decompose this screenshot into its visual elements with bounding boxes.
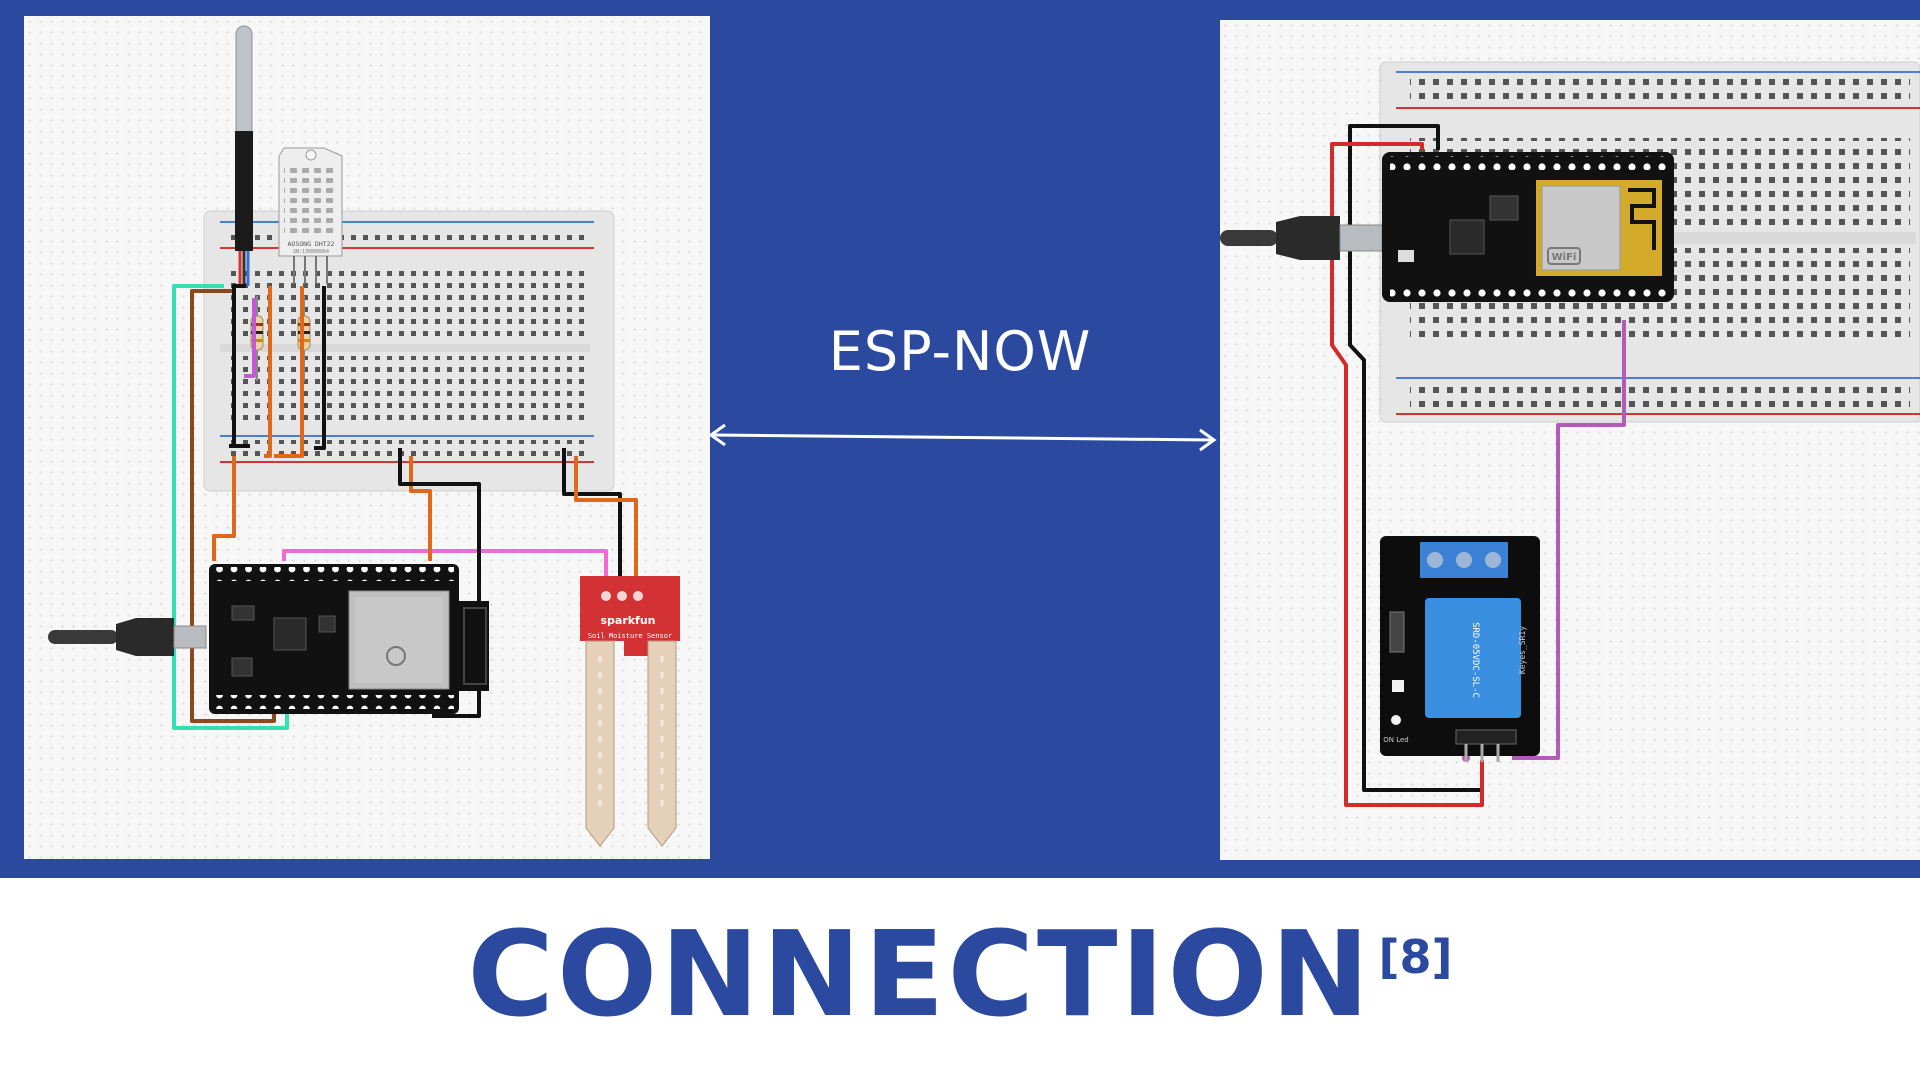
slide-title-text: CONNECTION <box>467 905 1373 1043</box>
temperature-probe <box>235 25 253 286</box>
soil-moisture-sensor: sparkfun Soil Moisture Sensor <box>580 576 680 847</box>
breadboard-left <box>203 210 615 492</box>
sender-circuit-diagram: AOSONG DHT22 SN:130800864 <box>48 25 680 847</box>
relay-module-label: Keyes_SR1y <box>1518 626 1527 674</box>
dht22-serial: SN:130800864 <box>293 249 329 255</box>
usb-cable-left <box>48 618 207 656</box>
relay-module: SRD-05VDC-SL-C Keyes_SR1y ON Led <box>1380 536 1540 762</box>
dht22-sensor: AOSONG DHT22 SN:130800864 <box>278 147 343 284</box>
right-circuit-panel: WiFi SRD-05VDC-SL-C Keyes_SR1y ON Led <box>1220 20 1920 860</box>
dht22-label: AOSONG DHT22 <box>288 240 335 248</box>
relay-led-label: ON Led <box>1383 736 1409 744</box>
citation-marker: [8] <box>1378 930 1453 984</box>
relay-caption: SRD-05VDC-SL-C <box>1470 622 1480 698</box>
double-arrow-icon <box>708 423 1217 452</box>
nodemcu-board: WiFi <box>1382 152 1674 302</box>
esp-now-label: ESP-NOW <box>828 320 1092 383</box>
moisture-brand: sparkfun <box>600 614 655 627</box>
esp32-board <box>209 564 489 714</box>
wires-right <box>1330 124 1626 807</box>
wifi-badge: WiFi <box>1552 252 1577 263</box>
slide-title: CONNECTION[8] <box>0 905 1920 1043</box>
left-circuit-panel: AOSONG DHT22 SN:130800864 <box>24 16 710 859</box>
wires-left <box>172 284 638 730</box>
moisture-caption: Soil Moisture Sensor <box>588 632 672 640</box>
usb-cable-right <box>1220 216 1383 260</box>
receiver-circuit-diagram: WiFi SRD-05VDC-SL-C Keyes_SR1y ON Led <box>1220 61 1920 807</box>
